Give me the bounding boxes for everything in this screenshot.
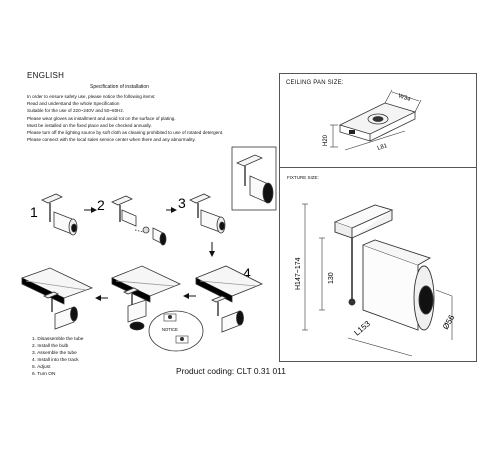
step-1-illustration <box>41 193 78 236</box>
pan-height-label: H20 <box>323 134 329 146</box>
fixture-body-height-label: 130 <box>328 272 335 284</box>
fixture-length-label: L153 <box>353 319 373 338</box>
step-1-number: 1 <box>30 204 38 220</box>
instruction-line: Please wear gloves as installment and av… <box>27 115 176 121</box>
instruction-line: Must be installed on the fixed place and… <box>27 122 152 128</box>
fixture-diameter-label: Ø56 <box>441 313 457 331</box>
fixture-dimensions <box>302 203 453 357</box>
step-4-illustration <box>195 265 263 333</box>
step-3-illustration <box>189 193 226 234</box>
step-text: 5. Adjust <box>32 365 51 370</box>
instructions-list: In order to ensure safety use, please no… <box>27 93 223 143</box>
step-3-number: 3 <box>178 195 186 211</box>
ceiling-pan-drawing <box>338 102 417 142</box>
exploded-guide-line <box>134 229 144 233</box>
instruction-line: Suitable for the use of 220~240V and 50~… <box>27 108 125 114</box>
step-text: 3. Assemble the tube <box>32 351 77 356</box>
fixture-height-range-label: H147~174 <box>295 257 302 290</box>
step-6-illustration <box>20 267 94 330</box>
step-text: 1. Disassemble the tube <box>32 337 84 342</box>
step-text: 6. Turn ON <box>32 372 56 377</box>
steps-list: 1. Disassemble the tube 2. Install the b… <box>32 336 83 378</box>
step-5-illustration <box>111 265 181 331</box>
bulb-detail-inset <box>231 146 277 211</box>
instruction-line: Read and understand the whole Specificat… <box>27 101 120 107</box>
ceiling-pan-dimensions <box>330 89 422 151</box>
instruction-line: In order to ensure safety use, please no… <box>27 94 156 99</box>
fixture-size-title: FIXTURE SIZE: <box>287 175 319 180</box>
notice-callout: NOTICE <box>148 310 204 352</box>
ceiling-pan-title: CEILING PAN SIZE: <box>286 80 344 86</box>
step-2-number: 2 <box>97 197 105 213</box>
pan-length-label: L81 <box>377 143 389 152</box>
notice-label: NOTICE <box>162 327 178 332</box>
specification-title: Specification of installation <box>90 84 149 90</box>
step-text: 2. Install the bulb <box>32 344 69 349</box>
pan-width-label: W34 <box>397 93 411 103</box>
instruction-line: Please connect with the local sales serv… <box>27 137 196 143</box>
language-heading: ENGLISH <box>27 71 65 80</box>
fixture-drawing <box>333 204 435 331</box>
step-2-illustration <box>111 195 167 246</box>
instruction-line: Please turn off the lighting source by s… <box>27 130 224 136</box>
product-coding: Product coding: CLT 0.31 011 <box>176 366 286 376</box>
step-text: 4. Install into the track <box>32 358 79 363</box>
step-4-number: 4 <box>243 265 251 281</box>
